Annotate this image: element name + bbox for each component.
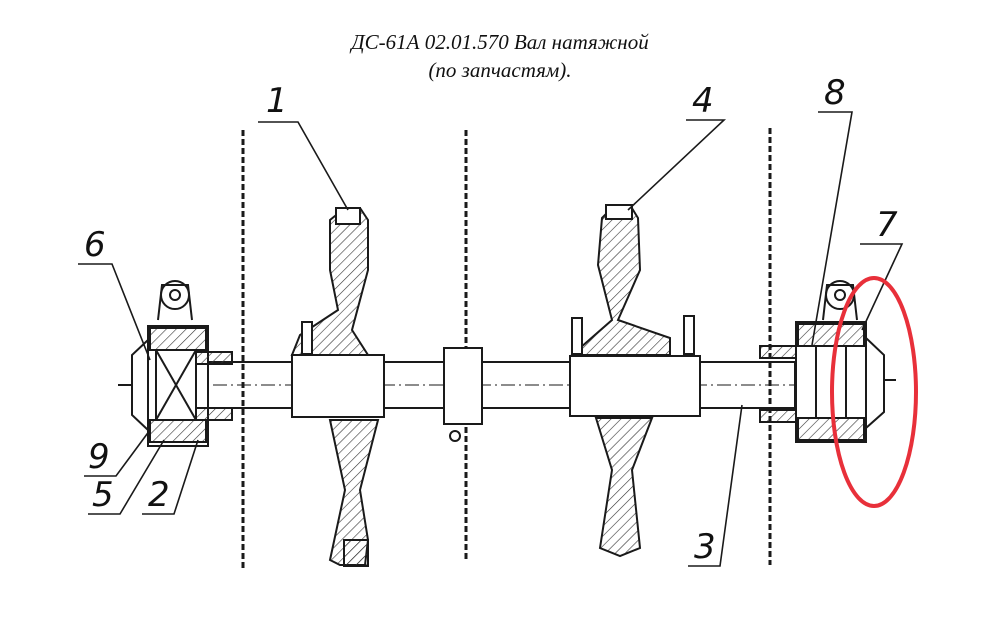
drawing-lines	[118, 128, 896, 570]
highlight-ellipse	[830, 276, 918, 508]
callout-3: 3	[694, 527, 716, 567]
callout-2: 2	[148, 475, 170, 515]
callout-6: 6	[84, 225, 106, 265]
callout-9: 9	[88, 437, 110, 477]
drawing-subtitle: (по запчастям).	[428, 58, 572, 82]
callout-4: 4	[692, 81, 714, 121]
callout-5: 5	[92, 475, 114, 515]
callout-8: 8	[824, 73, 846, 113]
leader-lines	[78, 111, 904, 567]
drawing-title: ДС-61А 02.01.570 Вал натяжной	[351, 30, 649, 54]
callout-7: 7	[876, 205, 898, 245]
callout-1: 1	[266, 81, 288, 121]
